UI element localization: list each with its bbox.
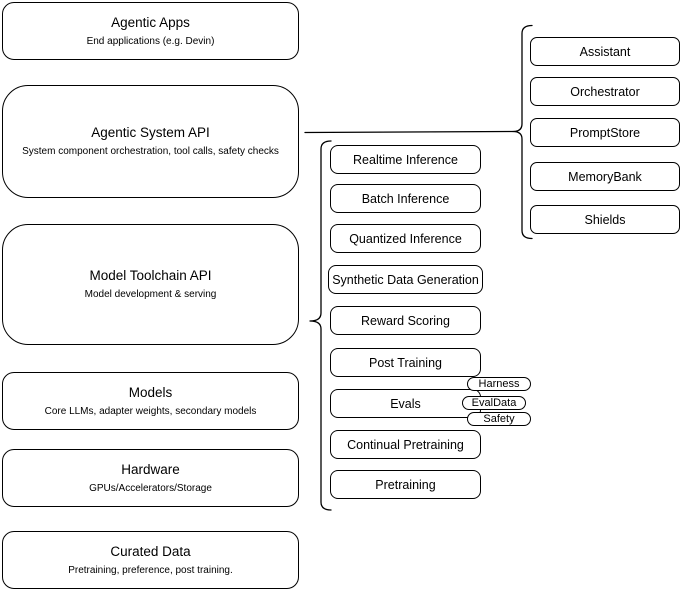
node-orchestrator: Orchestrator [530, 77, 680, 106]
node-shields: Shields [530, 205, 680, 234]
system-api-connector-line [304, 130, 514, 134]
node-label: Post Training [369, 355, 442, 370]
node-title: Agentic Apps [111, 14, 190, 30]
node-label: PromptStore [569, 125, 641, 140]
node-label: Shields [584, 212, 626, 227]
node-post-training: Post Training [330, 348, 481, 377]
node-agentic-apps: Agentic Apps End applications (e.g. Devi… [2, 2, 299, 60]
tag-evaldata: EvalData [462, 396, 526, 410]
node-title: Curated Data [110, 543, 191, 559]
node-models: Models Core LLMs, adapter weights, secon… [2, 372, 299, 430]
node-curated-data: Curated Data Pretraining, preference, po… [2, 531, 299, 589]
node-label: Assistant [579, 44, 631, 59]
tag-label: Harness [478, 378, 520, 390]
node-label: Pretraining [375, 477, 436, 492]
node-evals: Evals [330, 389, 481, 418]
node-assistant: Assistant [530, 37, 680, 66]
node-subtitle: GPUs/Accelerators/Storage [89, 482, 212, 494]
node-subtitle: End applications (e.g. Devin) [86, 35, 215, 47]
tag-label: Safety [483, 413, 515, 425]
node-title: Hardware [121, 461, 180, 477]
node-continual-pretraining: Continual Pretraining [330, 430, 481, 459]
node-label: Quantized Inference [349, 231, 462, 246]
node-batch-inference: Batch Inference [330, 184, 481, 213]
node-label: MemoryBank [568, 169, 642, 184]
tag-safety: Safety [467, 412, 531, 426]
node-subtitle: Model development & serving [84, 289, 217, 300]
tag-label: EvalData [471, 397, 517, 409]
node-label: Evals [390, 396, 421, 411]
node-title: Agentic System API [91, 125, 210, 140]
node-reward-scoring: Reward Scoring [330, 306, 481, 335]
node-title: Models [128, 384, 173, 400]
tag-harness: Harness [467, 377, 531, 391]
node-title: Model Toolchain API [89, 268, 212, 283]
node-memorybank: MemoryBank [530, 162, 680, 191]
node-hardware: Hardware GPUs/Accelerators/Storage [2, 449, 299, 507]
node-label: Orchestrator [570, 84, 640, 99]
node-label: Continual Pretraining [347, 437, 464, 452]
node-label: Realtime Inference [353, 152, 458, 167]
node-subtitle: Pretraining, preference, post training. [68, 564, 233, 576]
node-label: Synthetic Data Generation [332, 272, 479, 287]
node-agentic-system-api: Agentic System API System component orch… [2, 85, 299, 198]
node-subtitle: System component orchestration, tool cal… [22, 146, 279, 157]
node-model-toolchain-api: Model Toolchain API Model development & … [2, 224, 299, 345]
node-quantized-inference: Quantized Inference [330, 224, 481, 253]
node-subtitle: Core LLMs, adapter weights, secondary mo… [44, 405, 257, 417]
toolchain-brace [309, 140, 332, 511]
node-pretraining: Pretraining [330, 470, 481, 499]
node-label: Batch Inference [361, 191, 450, 206]
node-label: Reward Scoring [361, 313, 450, 328]
node-promptstore: PromptStore [530, 118, 680, 147]
node-synthetic-data-generation: Synthetic Data Generation [328, 265, 483, 294]
node-realtime-inference: Realtime Inference [330, 145, 481, 174]
